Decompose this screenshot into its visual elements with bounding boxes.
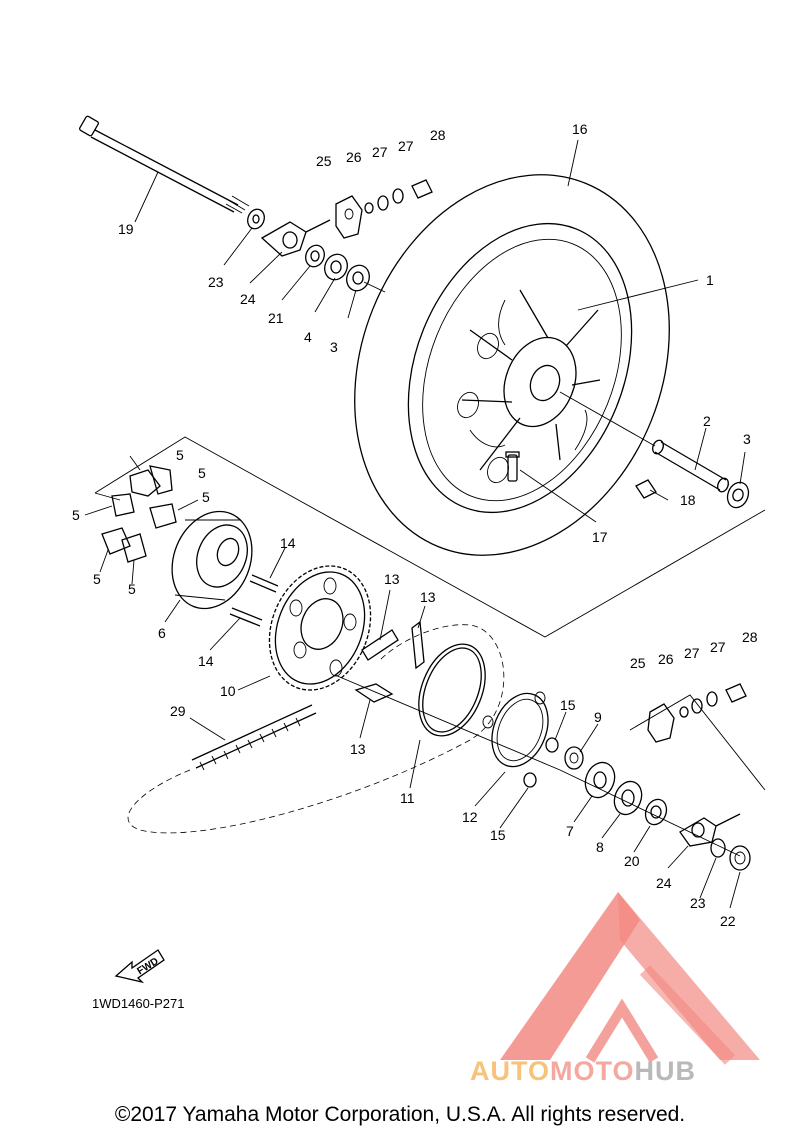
automotohub-logo-icon <box>500 892 760 1065</box>
watermark-auto: AUTO <box>470 1056 551 1086</box>
watermark-hub: HUB <box>634 1056 697 1086</box>
callout-10: 10 <box>220 683 236 699</box>
lock-washer-13-bottom <box>354 683 394 703</box>
nut-15-upper <box>545 737 559 753</box>
explosion-lines <box>334 281 741 857</box>
chain-path-outline <box>127 624 505 834</box>
callout-1: 1 <box>706 272 714 288</box>
callout-18: 18 <box>680 492 696 508</box>
drive-chain-29 <box>191 704 317 771</box>
watermark-moto: MOTO <box>550 1056 635 1086</box>
watermark-text: AUTOMOTOHUB <box>470 1056 696 1087</box>
fwd-arrow-icon: FWD <box>114 949 165 984</box>
callout-11: 11 <box>400 790 415 806</box>
washer-23-right <box>710 838 726 858</box>
callout-27: 27 <box>684 645 700 661</box>
assembly-frame <box>94 436 766 791</box>
adjusting-bolt-25-left <box>335 195 363 239</box>
stud-bolt-14-lower <box>229 607 263 627</box>
callout-25: 25 <box>316 153 332 169</box>
callout-13: 13 <box>384 571 400 587</box>
washer-23-left <box>247 208 265 230</box>
callout-2: 2 <box>703 413 711 429</box>
callout-13: 13 <box>350 741 366 757</box>
callout-25: 25 <box>630 655 646 671</box>
tire-16 <box>354 174 670 556</box>
callout-5: 5 <box>72 507 80 523</box>
bearing-3-right <box>726 481 750 509</box>
stud-bolt-14-upper <box>249 574 279 593</box>
collar-2 <box>652 439 729 493</box>
callout-27: 27 <box>398 138 414 154</box>
callout-23: 23 <box>690 895 706 911</box>
lock-washer-13-top <box>361 629 399 661</box>
callout-15: 15 <box>560 697 576 713</box>
callout-5: 5 <box>128 581 136 597</box>
hardware-26-28-left <box>364 179 433 214</box>
wheel-1 <box>457 289 601 484</box>
callout-26: 26 <box>658 651 674 667</box>
callout-13: 13 <box>420 589 436 605</box>
hardware-26-28-right <box>679 683 747 718</box>
damper-5-cluster <box>101 465 177 563</box>
callout-17: 17 <box>592 529 608 545</box>
collar-9 <box>564 746 584 770</box>
callout-labels: 1 2 3 3 4 21 24 23 19 25 26 27 27 28 16 … <box>72 121 758 929</box>
callout-4: 4 <box>304 329 312 345</box>
callout-5: 5 <box>198 465 206 481</box>
chain-puller-24-right <box>679 813 741 847</box>
callout-5: 5 <box>176 447 184 463</box>
retainer-11 <box>418 643 486 737</box>
valve-17 <box>505 451 520 482</box>
bearing-3-left <box>346 264 370 292</box>
callout-3: 3 <box>330 339 338 355</box>
callout-28: 28 <box>742 629 758 645</box>
callout-7: 7 <box>566 823 574 839</box>
callout-21: 21 <box>268 310 284 326</box>
oil-seal-8 <box>613 780 643 816</box>
callout-24: 24 <box>656 875 672 891</box>
nut-15-lower <box>523 772 537 788</box>
nut-22 <box>729 845 751 871</box>
callout-27: 27 <box>710 639 726 655</box>
callout-23: 23 <box>208 274 224 290</box>
callout-15: 15 <box>490 827 506 843</box>
callout-14: 14 <box>198 653 214 669</box>
callout-5: 5 <box>202 489 210 505</box>
balance-weight-18 <box>635 479 657 499</box>
callout-27: 27 <box>372 144 388 160</box>
callout-8: 8 <box>596 839 604 855</box>
adjusting-bolt-25-right <box>647 703 675 743</box>
copyright-notice: ©2017 Yamaha Motor Corporation, U.S.A. A… <box>114 1103 686 1126</box>
damper-holder-12 <box>482 691 549 768</box>
sprocket-10 <box>268 565 372 691</box>
callout-16: 16 <box>572 121 588 137</box>
leader-lines <box>84 139 746 909</box>
callout-6: 6 <box>158 625 166 641</box>
callout-29: 29 <box>170 703 186 719</box>
callout-5: 5 <box>93 571 101 587</box>
callout-19: 19 <box>118 221 134 237</box>
callout-3: 3 <box>743 431 751 447</box>
chain-puller-24-left <box>260 219 331 257</box>
lock-washer-13-mid <box>411 620 425 670</box>
callout-20: 20 <box>624 853 640 869</box>
oil-seal-4 <box>324 253 348 281</box>
drawing-code: 1WD1460-P271 <box>92 996 185 1011</box>
callout-12: 12 <box>462 809 478 825</box>
collar-21 <box>305 244 325 268</box>
callout-22: 22 <box>720 913 736 929</box>
bearing-7 <box>584 761 616 799</box>
callout-26: 26 <box>346 149 362 165</box>
callout-24: 24 <box>240 291 256 307</box>
collar-20 <box>644 798 668 826</box>
callout-9: 9 <box>594 709 602 725</box>
axle-19 <box>79 115 250 214</box>
callout-28: 28 <box>430 127 446 143</box>
callout-14: 14 <box>280 535 296 551</box>
clutch-hub-6 <box>171 510 253 610</box>
